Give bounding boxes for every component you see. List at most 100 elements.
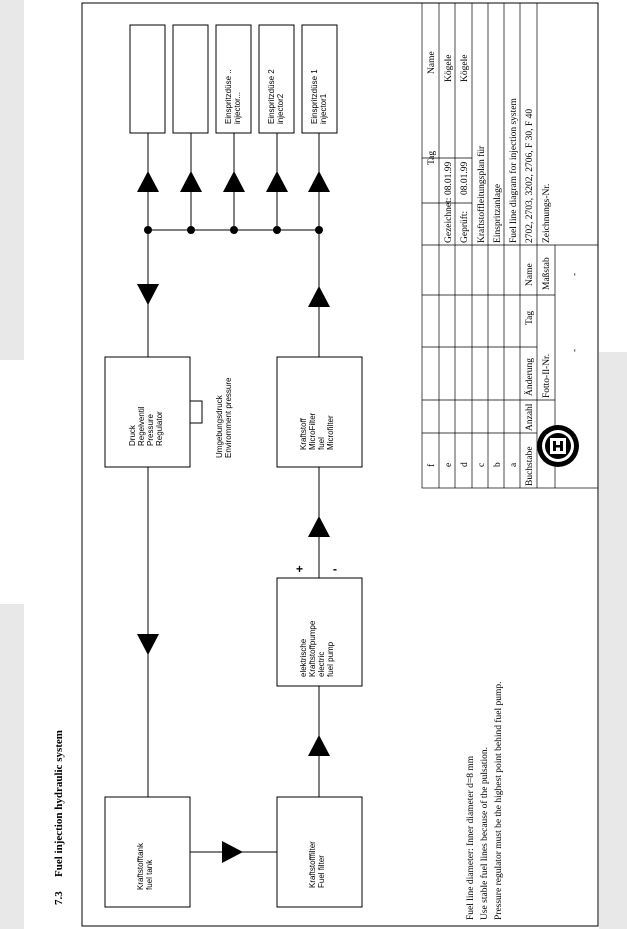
col-tag: Tag bbox=[427, 151, 437, 165]
pump-label-3: electric bbox=[317, 652, 326, 677]
pump-label-4: fuel pump bbox=[326, 641, 335, 677]
injector-block-5 bbox=[129, 24, 166, 134]
arrow-rail-to-regulator bbox=[137, 284, 159, 305]
rev-letter-a: a bbox=[509, 462, 519, 467]
microfilter-label-4: Microfilter bbox=[326, 415, 335, 450]
title-de-1: Kraftstoffleitungsplan für bbox=[476, 145, 487, 243]
pump-label-1: elektrische bbox=[299, 638, 308, 677]
regulator-label-1: Druck bbox=[128, 424, 137, 446]
junction-dot-4 bbox=[187, 226, 195, 234]
hdr-anzahl: Anzahl bbox=[525, 403, 535, 431]
pump-label-2: Kraftstoffpumpe bbox=[308, 620, 317, 677]
title-de-2: Einspritzanlage bbox=[493, 184, 503, 243]
arrow-microfilter-to-rail bbox=[308, 286, 330, 307]
section-heading: 7.3 Fuel injection hydraulic system bbox=[53, 730, 65, 905]
injector3-label-en: injector... bbox=[233, 92, 242, 124]
tank-label-de: Kraftstofftank bbox=[136, 842, 145, 890]
microfilter-label-1: Kraftstoff bbox=[299, 417, 308, 450]
injector1-label-de: Einspritzdüse 1 bbox=[310, 69, 319, 124]
checked-date: 08.01.99 bbox=[460, 162, 470, 196]
rev-letter-f: f bbox=[426, 463, 437, 467]
arrow-injector-3 bbox=[223, 171, 245, 192]
arrow-injector-2 bbox=[266, 171, 288, 192]
scale-label: Maßstab bbox=[541, 257, 552, 290]
ambient-port bbox=[189, 400, 203, 424]
filter-label-en: Fuel filter bbox=[317, 855, 326, 888]
fotto-dash: - bbox=[570, 349, 580, 352]
arrow-pump-to-microfilter bbox=[308, 516, 330, 537]
microfilter-label-3: fuel bbox=[317, 437, 326, 450]
notes: Fuel line diameter: Inner diameter d=8 m… bbox=[466, 681, 504, 920]
scale-dash: - bbox=[570, 273, 580, 276]
arrow-injector-5 bbox=[137, 171, 159, 192]
rev-letter-c: c bbox=[477, 463, 487, 467]
section-title: Fuel injection hydraulic system bbox=[53, 730, 65, 877]
hdr-buchstabe: Buchstabe bbox=[525, 446, 535, 486]
fuel-pump-block bbox=[276, 577, 363, 687]
filter-label: Kraftstofffilter Fuel filter bbox=[308, 841, 326, 888]
regulator-label-2: Regelventil bbox=[137, 406, 146, 446]
junction-dot-2 bbox=[273, 226, 281, 234]
checked-name: Kögele bbox=[460, 55, 470, 82]
regulator-label-4: Regulator bbox=[155, 411, 164, 446]
drawn-name: Kögele bbox=[444, 55, 454, 82]
edge-shade-top-left bbox=[0, 0, 24, 360]
arrow-tank-to-filter bbox=[222, 841, 243, 863]
hdr-tag: Tag bbox=[525, 311, 535, 325]
injector2-label-de: Einspritzdüse 2 bbox=[267, 69, 276, 124]
hdr-name: Name bbox=[525, 263, 535, 286]
pressure-regulator-block bbox=[104, 356, 191, 468]
company-logo bbox=[537, 425, 579, 467]
note-1: Fuel line diameter: Inner diameter d=8 m… bbox=[466, 755, 476, 920]
pump-plus: + bbox=[296, 562, 303, 576]
col-name: Name bbox=[427, 51, 437, 74]
edge-shade-bottom-left bbox=[0, 604, 24, 929]
tank-label: Kraftstofftank fuel tank bbox=[136, 842, 154, 890]
fotto-label: Fotto-Il-Nr. bbox=[542, 354, 552, 398]
pump-minus: - bbox=[333, 562, 337, 576]
microfilter-label: Kraftstoff MicroFilter fuel Microfilter bbox=[299, 412, 335, 450]
injector2-label: Einspritzdüse 2 injector2 bbox=[267, 69, 285, 124]
injector-block-4 bbox=[172, 24, 209, 134]
junction-dot-5 bbox=[144, 226, 152, 234]
regulator-label-3: Pressure bbox=[146, 413, 155, 446]
checked-label: Geprüft: bbox=[459, 211, 470, 243]
drawn-label: Gezeichnet: bbox=[444, 198, 454, 243]
drawn-date: 08.01.99 bbox=[444, 162, 454, 196]
tank-label-en: fuel tank bbox=[145, 859, 154, 890]
pump-label: elektrische Kraftstoffpumpe electric fue… bbox=[299, 620, 335, 677]
injector3-label: Einspritzdüse .. injector... bbox=[224, 69, 242, 124]
filter-label-de: Kraftstofffilter bbox=[308, 841, 317, 888]
title-block: f e d c b a Buchstabe Anzahl Änderung Ta… bbox=[421, 2, 599, 489]
hdr-aenderung: Änderung bbox=[523, 358, 535, 396]
ambient-label: Umgebungsdruck Enviromment pressure bbox=[215, 377, 233, 458]
drawing-no-label: Zeichnungs-Nr. bbox=[542, 184, 552, 243]
rev-letter-d: d bbox=[460, 462, 470, 467]
arrow-injector-4 bbox=[180, 171, 202, 192]
edge-shade-right bbox=[599, 352, 627, 929]
note-2: Use stable fuel lines because of the pul… bbox=[479, 747, 490, 920]
section-number: 7.3 bbox=[53, 891, 65, 905]
junction-dot-1 bbox=[315, 226, 323, 234]
arrow-injector-1 bbox=[308, 171, 330, 192]
injector-block-3 bbox=[215, 24, 252, 134]
injector1-label-en: injector1 bbox=[319, 93, 328, 124]
title-en: Fuel line diagram for injection system bbox=[508, 98, 519, 243]
injector1-label: Einspritzdüse 1 injector1 bbox=[310, 69, 328, 124]
arrow-regulator-to-tank bbox=[137, 634, 159, 655]
rev-letter-b: b bbox=[493, 462, 503, 467]
fuel-filter-block bbox=[276, 796, 363, 908]
ambient-label-en: Enviromment pressure bbox=[224, 377, 233, 458]
junction-dot-3 bbox=[230, 226, 238, 234]
injector-block-1 bbox=[301, 24, 338, 134]
rev-letter-e: e bbox=[444, 463, 454, 467]
regulator-label: Druck Regelventil Pressure Regulator bbox=[128, 406, 164, 446]
arrow-filter-to-pump bbox=[308, 735, 330, 756]
models: 2702, 2703, 3202, 2706, F 30, F 40 bbox=[525, 109, 535, 243]
ambient-label-de: Umgebungsdruck bbox=[215, 394, 224, 458]
microfilter-label-2: MicroFilter bbox=[308, 412, 317, 450]
injector3-label-de: Einspritzdüse .. bbox=[224, 69, 233, 124]
note-3: Pressure regulator must be the highest p… bbox=[493, 681, 504, 920]
injector2-label-en: injector2 bbox=[276, 93, 285, 124]
